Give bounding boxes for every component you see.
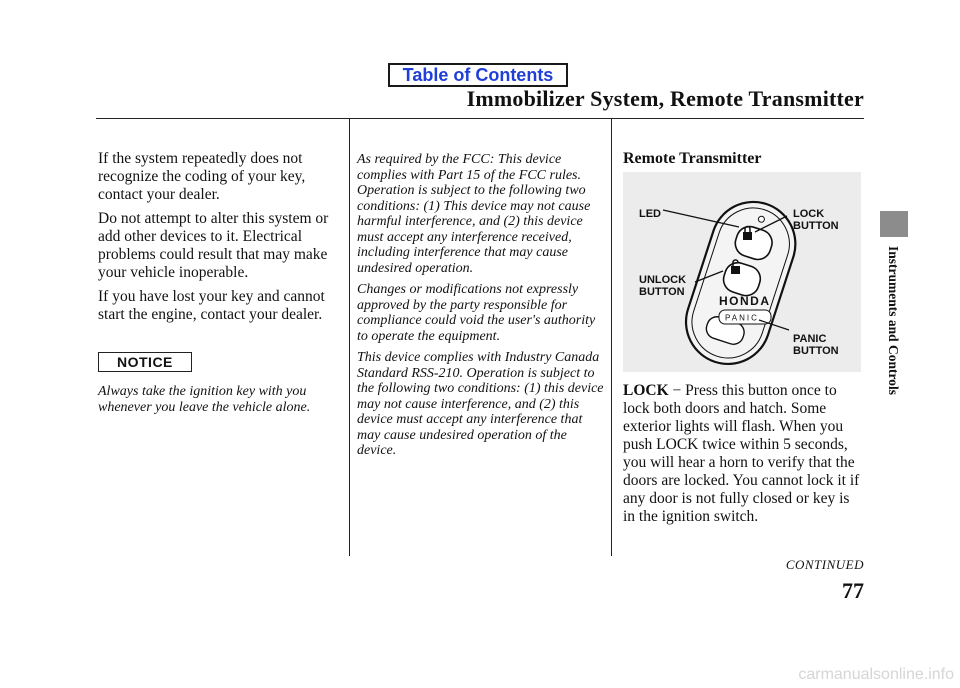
watermark: carmanualsonline.info [798,666,954,683]
section-tab-marker [880,211,908,237]
column-divider-right [611,118,612,556]
paragraph-lost-key: If you have lost your key and cannot sta… [98,288,325,323]
lock-separator: − [668,382,686,399]
panic-button-label: PANIC BUTTON [793,333,839,357]
fcc-paragraph-industry-canada: This device complies with Industry Canad… [357,350,604,458]
title-divider [96,118,864,119]
section-title-remote-transmitter: Remote Transmitter [623,150,762,167]
section-side-label: Instruments and Controls [882,246,904,396]
section-side-label-text: Instruments and Controls [886,246,901,396]
lock-button-label: LOCK BUTTON [793,208,839,232]
page-title: Immobilizer System, Remote Transmitter [466,86,864,111]
unlock-symbol-icon [731,259,740,274]
fcc-paragraph-modifications: Changes or modifications not expressly a… [357,282,596,344]
paragraph-do-not-alter: Do not attempt to alter this system or a… [98,210,329,281]
lock-button-description: LOCK − Press this button once to lock bo… [623,382,863,526]
unlock-button-label: UNLOCK BUTTON [639,274,687,298]
notice-badge: NOTICE [98,352,192,372]
continued-label: CONTINUED [785,557,864,572]
column-remote-transmitter: Remote Transmitter HONDA PANIC [623,150,863,526]
table-of-contents-button[interactable]: Table of Contents [388,63,568,87]
column-fcc-statement: As required by the FCC: This device comp… [357,152,607,465]
column-immobilizer-notes: If the system repeatedly does not recogn… [98,150,346,421]
lock-description-text: Press this button once to lock both door… [623,382,860,525]
led-label: LED [639,208,661,220]
paragraph-key-coding: If the system repeatedly does not recogn… [98,150,306,203]
remote-transmitter-illustration: HONDA PANIC LED LOCK BUTTON UNLOCK BUTTO… [623,172,861,372]
lock-symbol-icon [743,225,752,240]
panic-button-text: PANIC [725,314,759,323]
remote-fob-drawing: HONDA PANIC [662,200,797,366]
notice-text: Always take the ignition key with you wh… [98,384,311,415]
lock-term: LOCK [623,382,669,399]
column-divider-left [349,118,350,556]
page-number: 77 [842,578,864,603]
brand-logo-text: HONDA [719,294,771,308]
fcc-paragraph-part15: As required by the FCC: This device comp… [357,152,591,276]
